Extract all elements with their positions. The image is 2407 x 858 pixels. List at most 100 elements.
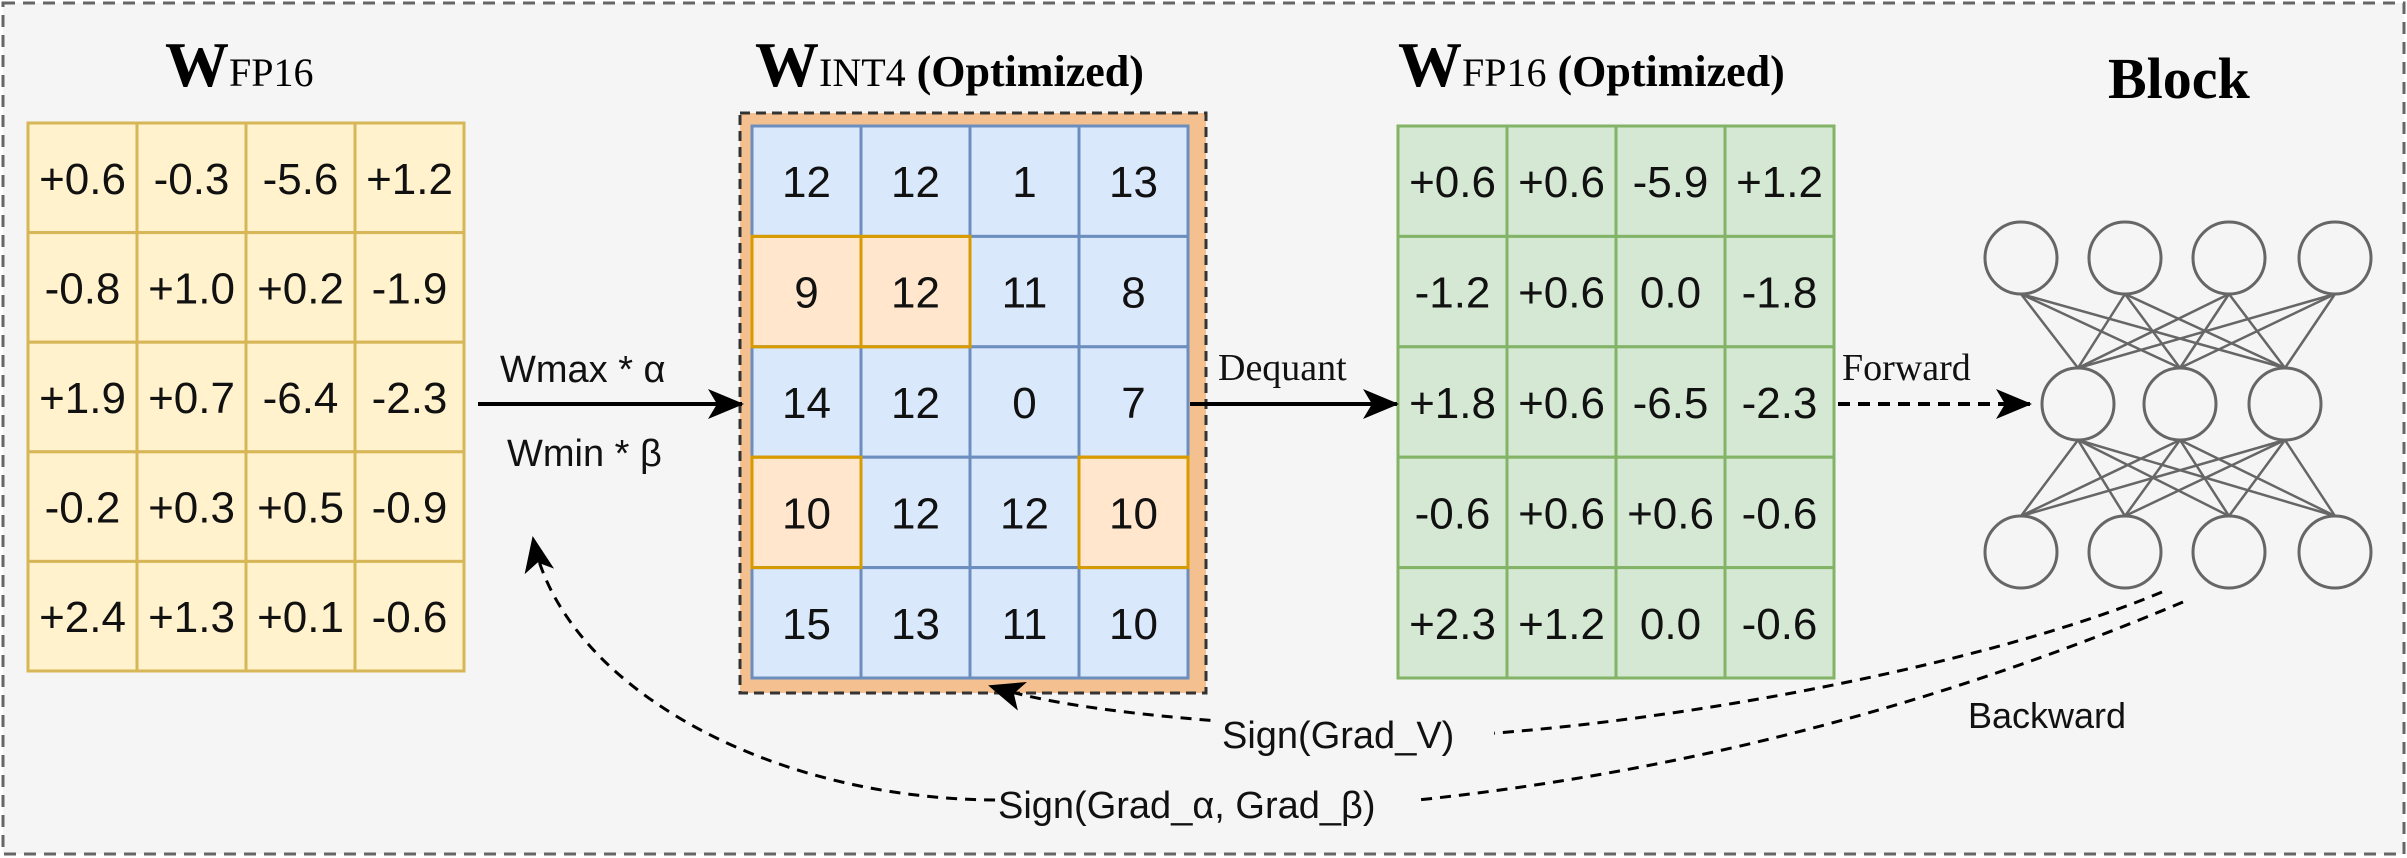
matrix-cell-value: +1.2: [1518, 600, 1605, 649]
matrix-cell: [135, 121, 248, 235]
matrix-cell-value: +0.3: [148, 484, 235, 533]
matrix-cell: [1614, 455, 1727, 570]
matrix-cell: [968, 566, 1081, 680]
matrix-cell: [244, 559, 357, 673]
matrix-cell-value: -1.9: [372, 264, 448, 313]
matrix-cell: [750, 234, 863, 349]
matrix-cell: [1396, 345, 1509, 459]
label-wmax: Wmax * α: [500, 349, 666, 391]
network-edge: [2227, 439, 2287, 517]
matrix-cell: [1077, 124, 1190, 238]
matrix-cell-value: 0.0: [1640, 269, 1701, 318]
matrix-cell-value: 9: [794, 269, 818, 318]
matrix-cell: [26, 450, 139, 563]
highlight-border: [750, 455, 863, 570]
matrix-cell-value: +1.8: [1409, 379, 1496, 428]
matrix-cell-value: +0.6: [1518, 489, 1605, 538]
matrix-cell: [353, 231, 466, 344]
matrix-cell-value: +0.7: [148, 374, 235, 423]
matrix-cell-value: +0.2: [257, 264, 344, 313]
matrix-cell-value: +0.6: [1627, 489, 1714, 538]
matrix-cell-value: -0.9: [372, 484, 448, 533]
network-node: [2247, 366, 2323, 442]
matrix-cell-value: -6.4: [263, 374, 339, 423]
network-edge: [2020, 438, 2286, 518]
matrix-cell-value: +1.0: [148, 264, 235, 313]
matrix-cell-value: 1: [1012, 158, 1036, 207]
title-wfp16: WFP16: [165, 29, 314, 100]
label-grad-ab-bg: [996, 780, 1418, 828]
matrix-cell: [1077, 345, 1190, 459]
backward-path-grad-ab: [524, 536, 2184, 802]
matrix-cell-value: -5.6: [263, 155, 339, 204]
matrix-cell-value: 0: [1012, 379, 1036, 428]
network-node: [2191, 220, 2267, 296]
matrix-cell-value: -0.6: [1415, 489, 1491, 538]
matrix-cell-value: -0.8: [45, 264, 121, 313]
network-node: [2040, 366, 2116, 442]
matrix-cell: [1723, 234, 1836, 349]
matrix-cell: [1723, 124, 1836, 238]
matrix-cell-value: -0.6: [1742, 489, 1818, 538]
matrix-cell-value: +0.5: [257, 484, 344, 533]
matrix-cell-value: 10: [1109, 489, 1158, 538]
matrix-cell-value: +0.6: [1518, 379, 1605, 428]
matrix-cell-value: 14: [782, 379, 831, 428]
network-edge: [2283, 439, 2337, 517]
matrix-cell-value: +1.3: [148, 593, 235, 642]
matrix-cell: [26, 340, 139, 454]
matrix-cell-value: +2.3: [1409, 600, 1496, 649]
matrix-cell-value: 13: [1109, 158, 1158, 207]
matrix-cell-value: 0.0: [1640, 600, 1701, 649]
matrix-cell-value: -6.5: [1633, 379, 1709, 428]
matrix-cell: [1396, 124, 1509, 238]
label-dequant: Dequant: [1218, 347, 1347, 389]
label-sign-grad-v: Sign(Grad_V): [1222, 715, 1454, 757]
network-node: [1983, 514, 2059, 590]
matrix-cell: [135, 340, 248, 454]
matrix-cell: [1396, 234, 1509, 349]
network-node: [2297, 514, 2373, 590]
label-wmin: Wmin * β: [507, 433, 662, 475]
network-edge: [2077, 292, 2230, 370]
title-wint4: WINT4 (Optimized): [755, 29, 1144, 100]
title-block: Block: [2108, 46, 2251, 111]
label-sign-grad-ab: Sign(Grad_α, Grad_β): [998, 785, 1376, 827]
matrix-cell-value: -5.9: [1633, 158, 1709, 207]
matrix-wfp16: +0.6-0.3-5.6+1.2-0.8+1.0+0.2-1.9+1.9+0.7…: [26, 121, 466, 673]
backward-path-grad-v: [988, 590, 2163, 737]
matrix-cell-value: 8: [1121, 269, 1145, 318]
matrix-cell: [26, 231, 139, 344]
matrix-cell: [1505, 234, 1618, 349]
matrix-cell-value: 12: [1000, 489, 1049, 538]
network-node: [2142, 366, 2218, 442]
network-node: [2191, 514, 2267, 590]
title-wfp16-opt-main: W: [1398, 29, 1462, 100]
network-edge: [2179, 292, 2336, 370]
matrix-cell-value: -0.6: [1742, 600, 1818, 649]
label-forward: Forward: [1842, 347, 1971, 389]
matrix-cell-value: 12: [891, 379, 940, 428]
matrix-cell-value: +2.4: [39, 593, 126, 642]
matrix-cell-value: +0.6: [1518, 269, 1605, 318]
matrix-cell: [1505, 455, 1618, 570]
matrix-cell: [244, 450, 357, 563]
matrix-cell: [1077, 234, 1190, 349]
network-node: [2087, 514, 2163, 590]
matrix-cell-value: +1.2: [1736, 158, 1823, 207]
matrix-cell-value: +0.6: [1518, 158, 1605, 207]
matrix-cell-value: +0.6: [1409, 158, 1496, 207]
highlight-border: [859, 234, 972, 349]
network-node: [2087, 220, 2163, 296]
title-wfp16-main: W: [165, 29, 229, 100]
matrix-cell: [353, 450, 466, 563]
network-edge: [2020, 293, 2079, 369]
matrix-cell-value: 10: [782, 489, 831, 538]
title-wfp16-opt-sub: FP16: [1462, 50, 1547, 95]
matrix-cell: [1505, 345, 1618, 459]
matrix-cell: [1505, 124, 1618, 238]
title-wint4-sub: INT4: [819, 50, 906, 95]
